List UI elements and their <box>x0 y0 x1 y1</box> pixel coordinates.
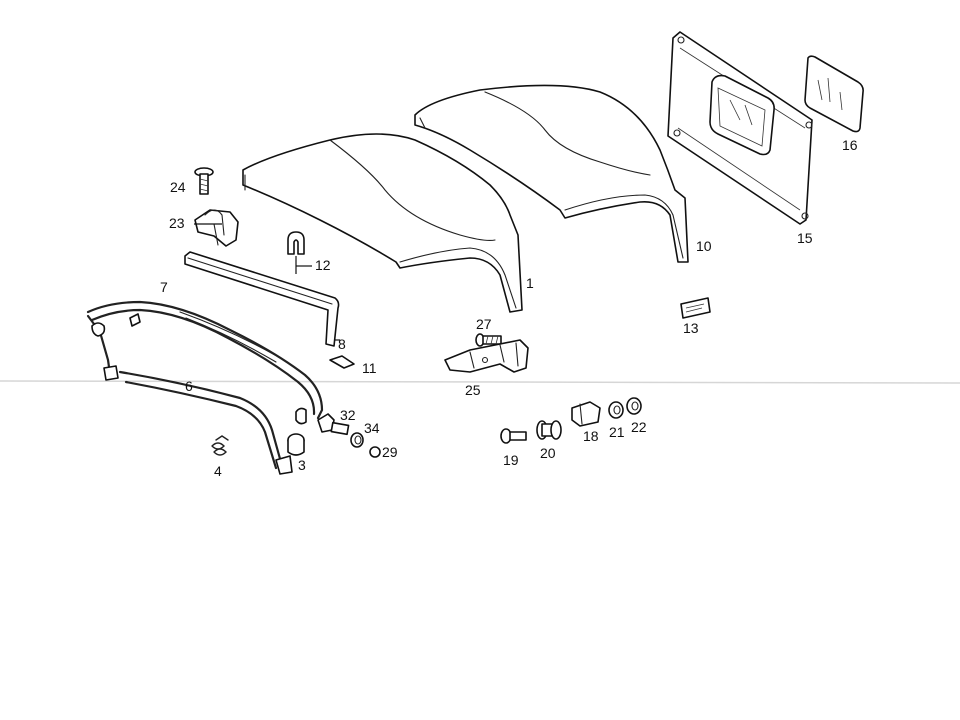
bolt-24[interactable] <box>194 167 214 195</box>
u-clip[interactable] <box>287 231 305 255</box>
spring[interactable] <box>211 435 229 456</box>
hardtop-shell-large[interactable] <box>414 84 689 263</box>
leader-lines <box>194 223 340 341</box>
rear-window-frame[interactable] <box>667 31 813 225</box>
label-part-29: 29 <box>382 444 398 460</box>
roof-bow-frame[interactable] <box>86 300 324 475</box>
screw-19[interactable] <box>500 428 527 444</box>
clamp-18[interactable] <box>571 401 601 427</box>
small-plate[interactable] <box>680 297 711 319</box>
label-part-8: 8 <box>338 336 346 352</box>
hardtop-shell[interactable] <box>242 133 523 313</box>
label-part-7: 7 <box>160 279 168 295</box>
label-part-23: 23 <box>169 215 185 231</box>
screw-27[interactable] <box>475 333 502 347</box>
nut-21[interactable] <box>608 401 624 419</box>
label-part-15: 15 <box>797 230 813 246</box>
washer-34[interactable] <box>350 432 364 448</box>
label-part-1: 1 <box>526 275 534 291</box>
label-part-32: 32 <box>340 407 356 423</box>
label-part-20: 20 <box>540 445 556 461</box>
label-part-24: 24 <box>170 179 186 195</box>
scan-line <box>0 380 960 384</box>
nut-29[interactable] <box>369 446 381 458</box>
label-part-4: 4 <box>214 463 222 479</box>
small-clip[interactable] <box>329 355 355 369</box>
hinge-bracket[interactable] <box>444 339 529 373</box>
weatherstrip[interactable] <box>184 251 340 347</box>
label-part-25: 25 <box>465 382 481 398</box>
label-part-18: 18 <box>583 428 599 444</box>
latch-bracket[interactable] <box>194 209 239 247</box>
spacer-20[interactable] <box>536 420 562 440</box>
label-part-21: 21 <box>609 424 625 440</box>
label-part-3: 3 <box>298 457 306 473</box>
label-part-27: 27 <box>476 316 492 332</box>
label-part-34: 34 <box>364 420 380 436</box>
part-labels: 1 3 4 6 7 8 10 11 12 13 15 16 18 19 20 2… <box>160 137 858 479</box>
bushing[interactable] <box>287 433 305 456</box>
label-part-19: 19 <box>503 452 519 468</box>
label-part-13: 13 <box>683 320 699 336</box>
label-part-12: 12 <box>315 257 331 273</box>
label-part-22: 22 <box>631 419 647 435</box>
rear-glass-pane[interactable] <box>804 55 864 133</box>
nut-22[interactable] <box>626 397 642 415</box>
label-part-11: 11 <box>362 360 377 376</box>
label-part-10: 10 <box>696 238 712 254</box>
bolt-32[interactable] <box>317 413 350 436</box>
label-part-6: 6 <box>185 378 193 394</box>
label-part-16: 16 <box>842 137 858 153</box>
